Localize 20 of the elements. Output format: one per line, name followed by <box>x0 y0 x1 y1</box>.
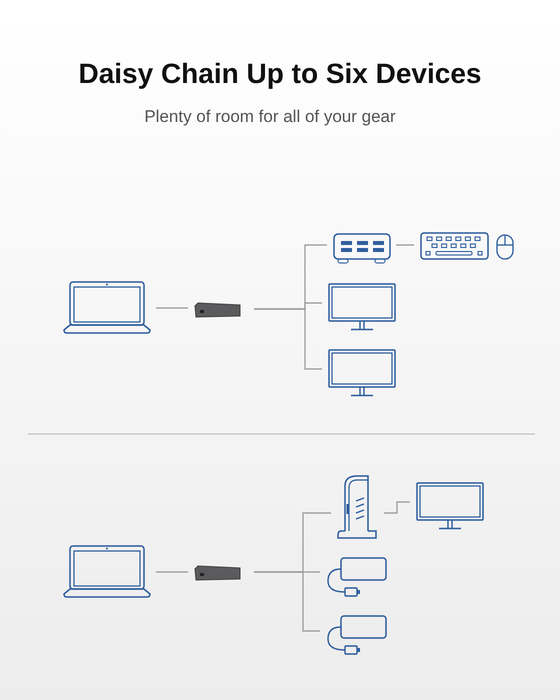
subtitle: Plenty of room for all of your gear <box>143 107 397 127</box>
connector-line <box>384 501 410 514</box>
connector-line <box>156 571 188 573</box>
connector-line <box>254 571 320 632</box>
usb-adapter-icon <box>326 615 388 655</box>
laptop-icon <box>63 281 151 334</box>
connector-line <box>156 307 188 309</box>
title: Daisy Chain Up to Six Devices <box>77 58 483 90</box>
laptop-icon <box>63 545 151 598</box>
monitor-icon <box>416 482 484 532</box>
connector-line <box>396 244 414 246</box>
docking-station-icon <box>337 474 379 540</box>
usb-hub-icon <box>333 233 391 264</box>
monitor-icon <box>328 283 396 333</box>
keyboard-mouse-icon <box>420 232 515 261</box>
usb-adapter-icon <box>326 557 388 597</box>
connector-line <box>254 308 322 370</box>
adapter-hub-icon <box>194 565 242 582</box>
adapter-hub-icon <box>194 302 242 319</box>
monitor-icon <box>328 349 396 399</box>
